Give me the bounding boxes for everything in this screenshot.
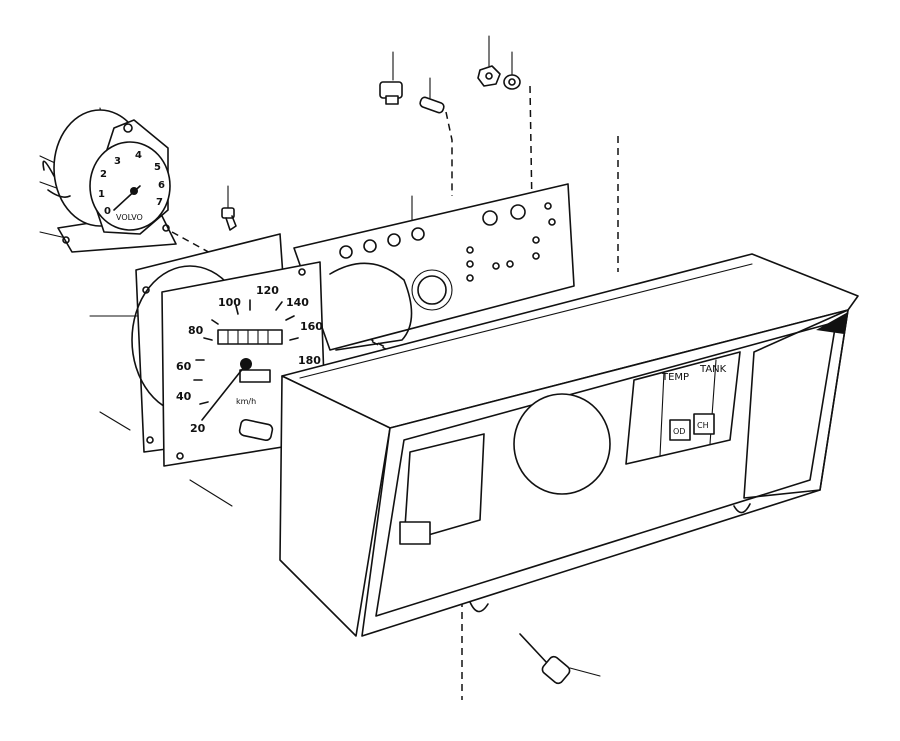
leader-line-speedo-bottom	[99, 411, 131, 431]
circuit-board-pin	[544, 202, 552, 210]
housing-bottom-tab	[733, 503, 751, 514]
tachometer-number-3: 3	[114, 156, 121, 167]
speedometer-number-180: 180	[298, 354, 321, 367]
cluster-housing: TEMP TANK OD CH	[279, 253, 859, 637]
nut	[477, 65, 501, 87]
leader-lines	[39, 35, 601, 677]
speedometer-trip-meter	[239, 369, 271, 383]
speedometer-mount-hole	[142, 286, 150, 294]
tank-gauge-label: TANK	[699, 364, 727, 375]
gauge-window-divider	[659, 371, 665, 457]
ch-indicator-label: CH	[697, 421, 709, 430]
tachometer-number-1: 1	[98, 189, 105, 200]
housing-left-window	[403, 433, 485, 543]
speedometer-ticks	[193, 299, 299, 405]
housing-left-clip	[399, 521, 431, 545]
circuit-board-pin	[506, 260, 514, 268]
tachometer-number-6: 6	[158, 180, 165, 191]
circuit-board-pin	[466, 260, 474, 268]
circuit-board-pin	[466, 274, 474, 282]
bulb-glass	[419, 96, 445, 114]
small-screw	[221, 207, 237, 231]
circuit-board-bulb-socket	[387, 233, 401, 247]
speedometer-number-40: 40	[176, 390, 192, 403]
circuit-board-bulb-socket	[411, 227, 425, 241]
speedometer-dial-hole	[176, 452, 184, 460]
tachometer-number-7: 7	[156, 197, 163, 208]
housing-inner-frame	[375, 321, 837, 617]
speedometer-number-80: 80	[188, 324, 204, 337]
tachometer-gauge: 0 1 2 3 4 5 6 7 VOLVO	[42, 109, 177, 253]
speedometer-mount-hole	[146, 436, 154, 444]
tachometer-number-5: 5	[154, 162, 161, 173]
bottom-screw-shaft	[519, 633, 549, 665]
bulb-holder-base	[385, 95, 399, 105]
circuit-board-bulb-socket	[510, 204, 526, 220]
circuit-board-pin	[466, 246, 474, 254]
circuit-board-plate	[293, 183, 575, 351]
speedometer-unit-label: km/h	[236, 397, 256, 406]
speedometer-odometer	[217, 329, 283, 345]
bottom-screw-head	[541, 655, 571, 685]
speedometer-number-120: 120	[256, 284, 279, 297]
speedometer-number-160: 160	[300, 320, 323, 333]
circuit-board-pin	[532, 236, 540, 244]
speedometer-number-20: 20	[190, 422, 206, 435]
circuit-board-connector	[417, 275, 447, 305]
speedometer-number-100: 100	[218, 296, 241, 309]
housing-gauge-window	[625, 351, 741, 465]
circuit-board-speedo-cutout	[329, 262, 413, 351]
speedometer-number-140: 140	[286, 296, 309, 309]
small-screw-head	[221, 207, 235, 219]
tachometer-brand-logo: VOLVO	[116, 213, 143, 222]
housing-top-edge	[299, 263, 753, 379]
od-indicator-label: OD	[673, 427, 685, 436]
circuit-board-pin	[532, 252, 540, 260]
leader-line-speedo-trip	[189, 479, 233, 507]
small-screw-thread	[225, 215, 237, 231]
speedometer-needle-hub	[240, 358, 252, 370]
washer	[503, 74, 521, 90]
trip-reset-knob	[238, 418, 274, 442]
tachometer-bezel-hole	[123, 123, 133, 133]
ch-indicator-lamp	[693, 413, 715, 435]
speedometer-dial-hole	[298, 268, 306, 276]
tachometer-number-2: 2	[100, 169, 107, 180]
tachometer-cable	[47, 189, 71, 198]
housing-bottom-tab	[469, 601, 489, 613]
circuit-board-bulb-socket	[363, 239, 377, 253]
speedometer-number-60: 60	[176, 360, 192, 373]
leader-line-screw-bottom	[569, 667, 601, 677]
tachometer-face	[89, 141, 171, 231]
od-indicator-lamp	[669, 419, 691, 441]
housing-corner-shadow	[816, 312, 848, 334]
speedometer-needle	[201, 361, 249, 421]
bottom-screw	[519, 633, 571, 685]
washer-hole	[508, 78, 516, 86]
tachometer-mount-hole	[62, 236, 70, 244]
circuit-board-pin	[548, 218, 556, 226]
circuit-board-pin	[492, 262, 500, 270]
housing-left-side	[279, 375, 391, 637]
tachometer-cable	[42, 160, 55, 177]
circuit-board-connector-ring	[411, 269, 453, 311]
circuit-board-bulb-socket	[482, 210, 498, 226]
nut-and-washer	[477, 65, 521, 90]
bulb	[419, 96, 445, 114]
temp-gauge-label: TEMP	[661, 372, 689, 383]
circuit-board-bulb-socket	[339, 245, 353, 259]
leader-line-tach-plate	[39, 231, 67, 239]
tachometer-number-0: 0	[104, 206, 111, 217]
tachometer-needle-hub	[130, 187, 138, 195]
assembly-line-nut	[529, 85, 533, 211]
tachometer-mount-hole	[162, 224, 170, 232]
nut-hole	[485, 72, 493, 80]
housing-right-recess	[743, 309, 849, 499]
assembly-line-bulb	[445, 111, 453, 196]
housing-speedometer-opening	[513, 393, 611, 495]
tachometer-number-4: 4	[135, 150, 142, 161]
bulb-holder	[379, 81, 403, 105]
